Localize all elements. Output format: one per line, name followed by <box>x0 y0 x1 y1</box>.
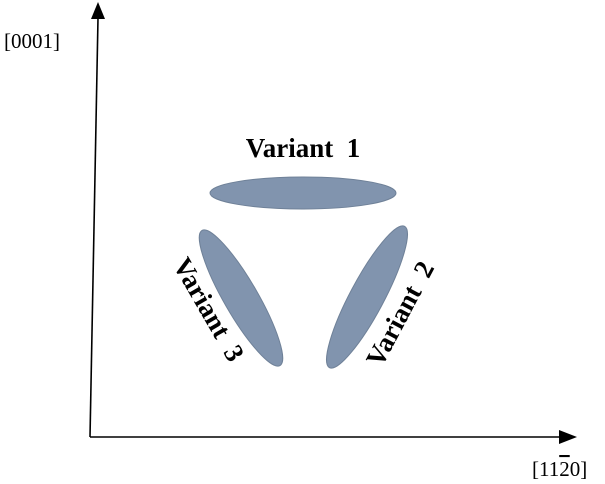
y-axis-line <box>89 17 99 438</box>
y-axis-arrowhead <box>91 2 105 19</box>
y-axis-label: [0001] <box>4 29 60 53</box>
x-axis-label: [1120] <box>532 457 587 481</box>
variant-1-ellipse <box>209 176 397 210</box>
variant-3-ellipse <box>198 229 284 367</box>
variant-1-label: Variant 1 <box>246 133 361 163</box>
x-axis-label-overlined: 2 <box>559 457 570 481</box>
x-axis-arrowhead <box>559 430 577 444</box>
x-axis-label-prefix: [11 <box>532 457 559 481</box>
x-axis-label-suffix: 0] <box>570 457 588 481</box>
variant-2-ellipse <box>326 225 408 369</box>
